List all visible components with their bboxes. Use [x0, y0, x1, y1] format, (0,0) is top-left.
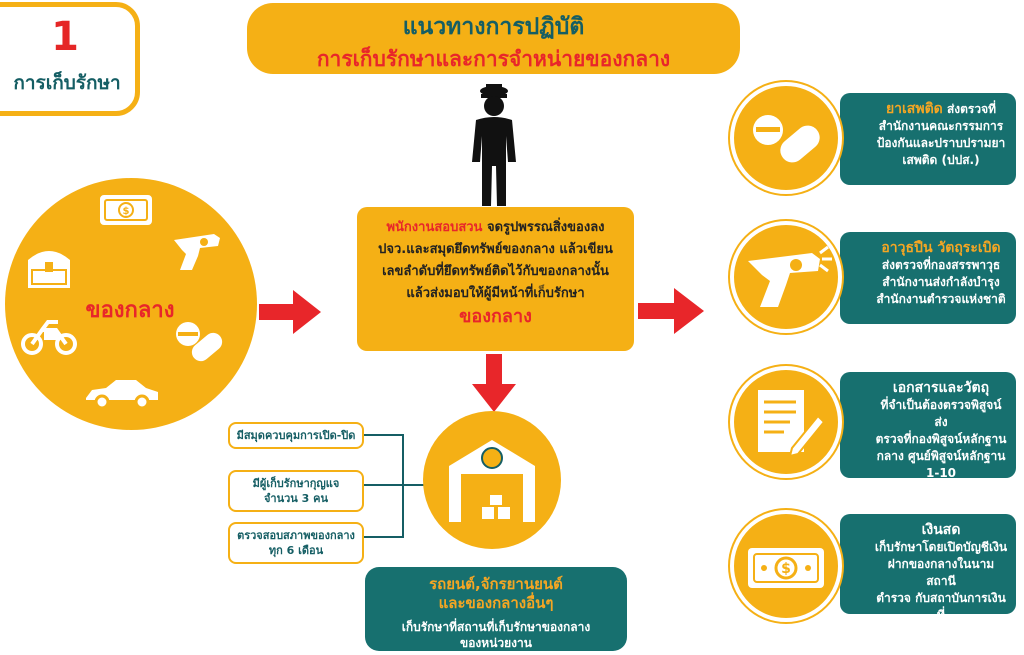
- procedure-box: พนักงานสอบสวน จดรูปพรรณสิ่งของลง ปจว.และ…: [357, 207, 634, 351]
- category-weapons-title: อาวุธปืน วัตถุระเบิด: [881, 240, 1001, 256]
- step-label: การเก็บรักษา: [13, 72, 121, 94]
- connector-line: [402, 434, 404, 538]
- storage-rule-1: มีสมุดควบคุมการเปิด-ปิด: [228, 422, 364, 449]
- banknote-icon: $: [97, 190, 155, 234]
- police-officer-icon: [458, 80, 530, 210]
- category-drugs-circle: [730, 82, 842, 194]
- procedure-line-1: จดรูปพรรณสิ่งของลง: [482, 220, 605, 235]
- category-cash-line: ฝากของกลางในนามสถานี: [887, 557, 995, 588]
- arrow-right-1: [259, 288, 321, 336]
- vehicle-sub-2: ของหน่วยงาน: [460, 636, 532, 650]
- category-documents-line: กลาง ศูนย์พิสูจน์หลักฐาน: [876, 449, 1006, 463]
- procedure-line-3: เลขลำดับที่ยึดทรัพย์ติดไว้กับของกลางนั้น: [382, 264, 609, 279]
- category-cash-circle: $: [730, 510, 842, 622]
- vehicle-storage-box: รถยนต์,จักรยานยนต์ และของกลางอื่นๆ เก็บร…: [365, 567, 627, 651]
- warehouse-circle: [423, 411, 561, 549]
- vehicle-title-1: รถยนต์,จักรยานยนต์: [429, 575, 563, 593]
- category-documents-circle: [730, 366, 842, 478]
- pills-icon: [170, 316, 226, 374]
- evidence-label: ของกลาง: [85, 298, 175, 323]
- category-weapons-circle: [730, 221, 842, 333]
- arrow-right-2: [638, 286, 704, 336]
- title-line-2: การเก็บรักษาและการจำหน่ายของกลาง: [316, 47, 671, 71]
- procedure-line-4: แล้วส่งมอบให้ผู้มีหน้าที่เก็บรักษา: [406, 286, 585, 301]
- category-documents-title: เอกสารและวัตถุ: [892, 380, 990, 396]
- step-number: 1: [51, 14, 79, 60]
- step-badge: [0, 2, 140, 116]
- category-documents-line: ที่จำเป็นต้องตรวจพิสูจน์ ส่ง: [880, 398, 1002, 429]
- document-icon: [758, 390, 826, 458]
- category-drugs-line: ป้องกันและปราบปรามยา: [876, 136, 1006, 150]
- category-weapons-line: สำนักงานส่งกำลังบำรุง: [882, 275, 1000, 289]
- title-banner: แนวทางการปฏิบัติ การเก็บรักษาและการจำหน่…: [247, 3, 740, 74]
- svg-text:$: $: [781, 561, 791, 577]
- gun-icon: [748, 245, 832, 307]
- connector-line: [364, 434, 404, 436]
- category-cash-line: ตั้งในพื้นที่รับผิดชอบ: [889, 625, 993, 639]
- category-documents-line: 1-10: [925, 466, 957, 480]
- svg-text:$: $: [123, 206, 130, 217]
- pills-icon: [753, 115, 820, 163]
- category-cash-box: เงินสด เก็บรักษาโดยเปิดบัญชีเงิน ฝากของก…: [840, 514, 1016, 639]
- category-cash-line: เก็บรักษาโดยเปิดบัญชีเงิน: [874, 540, 1008, 554]
- category-drugs-title: ยาเสพติด: [885, 101, 943, 117]
- category-cash-title: เงินสด: [921, 522, 961, 538]
- storage-rule-2: มีผู้เก็บรักษากุญแจ จำนวน 3 คน: [228, 470, 364, 512]
- category-drugs-box: ยาเสพติด ส่งตรวจที่ สำนักงานคณะกรรมการ ป…: [840, 93, 1016, 185]
- category-cash-line: ตำรวจ กับสถาบันการเงินที่: [876, 591, 1006, 622]
- motorcycle-icon: [20, 316, 78, 360]
- money-icon: $: [748, 548, 824, 588]
- procedure-line-2: ปจว.และสมุดยึดทรัพย์ของกลาง แล้วเขียน: [378, 242, 613, 257]
- category-weapons-line: ส่งตรวจที่กองสรรพาวุธ: [881, 258, 1001, 272]
- category-drugs-line: สำนักงานคณะกรรมการ: [878, 119, 1004, 133]
- vehicle-sub-1: เก็บรักษาที่สถานที่เก็บรักษาของกลาง: [401, 620, 591, 634]
- treasure-chest-icon: [22, 240, 76, 296]
- category-documents-box: เอกสารและวัตถุ ที่จำเป็นต้องตรวจพิสูจน์ …: [840, 372, 1016, 480]
- category-weapons-line: สำนักงานตำรวจแห่งชาติ: [876, 292, 1006, 306]
- category-documents-line: ตรวจที่กองพิสูจน์หลักฐาน: [875, 432, 1007, 446]
- category-drugs-line: ส่งตรวจที่: [942, 102, 997, 116]
- officer-label: พนักงานสอบสวน: [386, 220, 483, 235]
- storage-rule-3: ตรวจสอบสภาพของกลาง ทุก 6 เดือน: [228, 522, 364, 564]
- vehicle-title-2: และของกลางอื่นๆ: [438, 594, 554, 612]
- connector-line: [364, 484, 424, 486]
- category-drugs-line: เสพติด (ปปส.): [902, 153, 980, 167]
- title-line-1: แนวทางการปฏิบัติ: [402, 14, 585, 40]
- gun-icon: [170, 228, 224, 278]
- connector-line: [364, 536, 404, 538]
- warehouse-icon: [443, 430, 541, 532]
- category-weapons-box: อาวุธปืน วัตถุระเบิด ส่งตรวจที่กองสรรพาว…: [840, 232, 1016, 324]
- procedure-line-5: ของกลาง: [459, 306, 532, 327]
- arrow-down: [470, 354, 518, 412]
- car-icon: [82, 376, 162, 414]
